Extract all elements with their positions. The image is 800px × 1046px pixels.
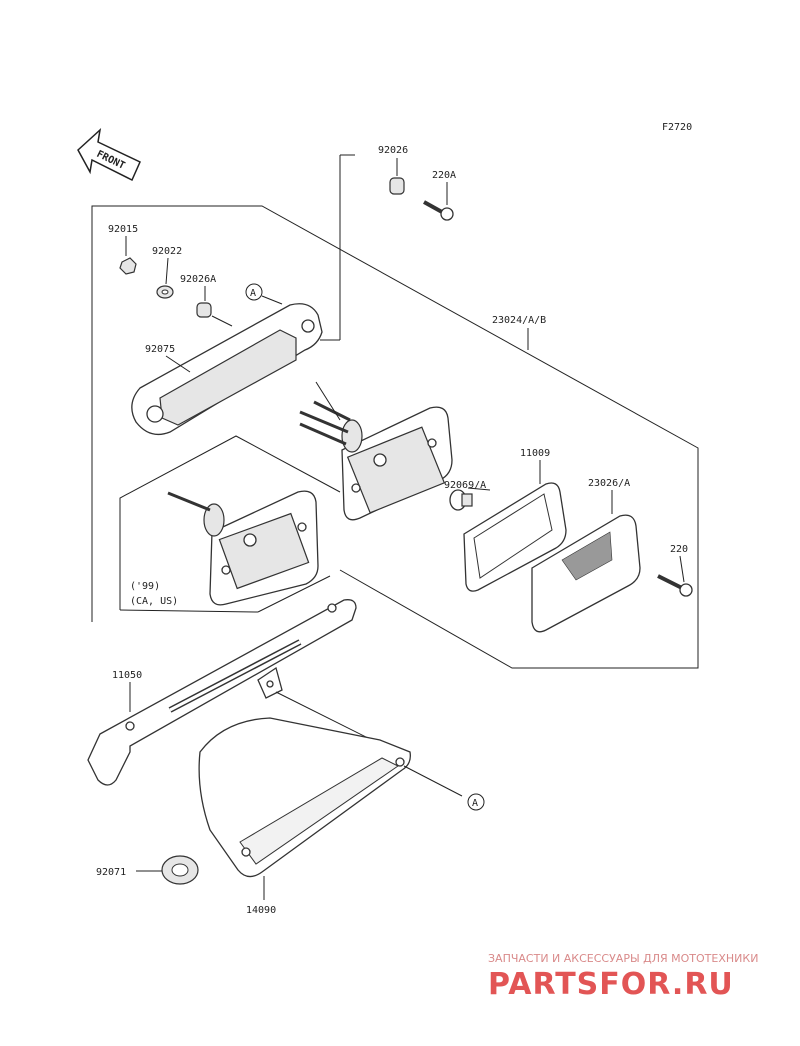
- label-220: 220: [670, 544, 688, 555]
- watermark-logo: PARTSFOR.RU: [488, 967, 734, 1002]
- nut-92015: [119, 236, 137, 275]
- screw-220A: [423, 182, 454, 221]
- gasket-11009: [463, 460, 567, 592]
- label-23026: 23026/A: [588, 478, 630, 489]
- label-14090: 14090: [246, 905, 276, 916]
- cover-14090: [198, 717, 463, 900]
- label-11009: 11009: [520, 448, 550, 459]
- watermark-caption: ЗАПЧАСТИ И АКСЕССУАРЫ ДЛЯ МОТОТЕХНИКИ: [488, 952, 758, 965]
- label-92026A: 92026A: [180, 274, 216, 285]
- screw-220: [657, 555, 693, 597]
- collar-92026A: [196, 286, 233, 327]
- bulb-92069: [449, 487, 491, 511]
- label-92015: 92015: [108, 224, 138, 235]
- label-92075: 92075: [145, 344, 175, 355]
- grommet-92071: [136, 855, 199, 885]
- label-220A: 220A: [432, 170, 456, 181]
- front-arrow-icon: FRONT: [77, 127, 141, 182]
- callout-a-bottom-label: A: [472, 798, 478, 809]
- assembly-outline: [91, 154, 699, 669]
- callout-a-bottom: A: [467, 793, 485, 811]
- lamp-socket-main: [299, 381, 453, 521]
- label-92071: 92071: [96, 867, 126, 878]
- variant-box: [119, 435, 341, 613]
- label-92069: 92069/A: [444, 480, 486, 491]
- housing-92075: [131, 303, 323, 436]
- callout-a-top-label: A: [250, 288, 256, 299]
- variant-note-line2: (CA, US): [130, 596, 178, 607]
- collar-92026: [389, 158, 405, 195]
- variant-note-line1: ('99): [130, 581, 160, 592]
- label-11050: 11050: [112, 670, 142, 681]
- lamp-socket-variant: [167, 490, 319, 606]
- callout-a-top: A: [245, 283, 283, 305]
- lens-23026: [531, 490, 641, 633]
- label-92022: 92022: [152, 246, 182, 257]
- washer-92022: [156, 257, 174, 299]
- label-23024: 23024/A/B: [492, 315, 546, 326]
- label-92026: 92026: [378, 145, 408, 156]
- figure-code: F2720: [662, 122, 692, 133]
